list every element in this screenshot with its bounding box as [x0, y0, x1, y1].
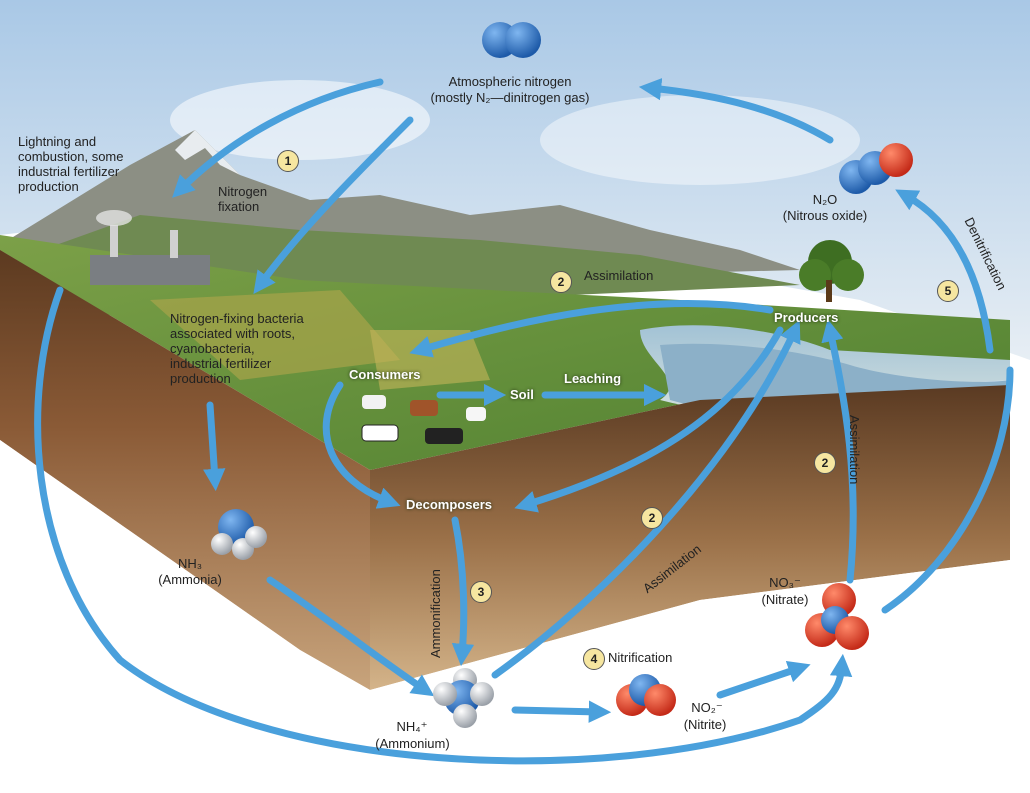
ammonia-molecule: [211, 509, 267, 560]
step-badge-2-right: 2: [814, 452, 836, 474]
nitrate-molecule: [805, 583, 869, 650]
soil-label: Soil: [510, 387, 534, 402]
dinitrogen-molecule: [482, 22, 541, 58]
nitrogen-fixing-bacteria-label: Nitrogen-fixing bacteria associated with…: [170, 311, 304, 386]
ammonification-label: Ammonification: [428, 569, 443, 658]
step-badge-3: 3: [470, 581, 492, 603]
step-badge-1: 1: [277, 150, 299, 172]
nitrite-formula: NO₂⁻: [691, 700, 723, 715]
nitrite-name: (Nitrite): [683, 717, 727, 732]
assimilation-top-label: Assimilation: [584, 268, 654, 283]
ammonium-name: (Ammonium): [375, 736, 450, 751]
nitrate-formula: NO₃⁻: [769, 575, 801, 590]
cycle-arrows: [34, 77, 1014, 765]
nitrification-label: Nitrification: [608, 650, 673, 665]
nitrite-molecule: [616, 674, 676, 716]
n2o-sublabel: (Nitrous oxide): [782, 208, 868, 223]
cow-icons: [361, 395, 486, 444]
n2o-label: N₂O: [812, 192, 838, 207]
lightning-label: Lightning and combustion, some industria…: [18, 134, 124, 194]
nitrate-name: (Nitrate): [761, 592, 809, 607]
atmospheric-nitrogen-label: Atmospheric nitrogen: [448, 74, 572, 89]
leaching-label: Leaching: [564, 371, 622, 386]
consumers-label: Consumers: [349, 367, 421, 382]
producers-label: Producers: [774, 310, 839, 325]
atmospheric-nitrogen-sublabel: (mostly N₂—dinitrogen gas): [430, 90, 590, 105]
nitrous-oxide-molecule: [839, 143, 913, 194]
step-badge-2-top: 2: [550, 271, 572, 293]
step-badge-5: 5: [937, 280, 959, 302]
decomposers-label: Decomposers: [406, 497, 492, 512]
ammonium-molecule: [433, 668, 494, 728]
step-badge-4: 4: [583, 648, 605, 670]
assimilation-right-label: Assimilation: [847, 415, 862, 485]
step-badge-2-mid: 2: [641, 507, 663, 529]
ammonia-name: (Ammonia): [158, 572, 222, 587]
ammonium-formula: NH₄⁺: [396, 719, 428, 734]
ammonia-formula: NH₃: [177, 556, 203, 571]
nitrogen-fixation-label: Nitrogen fixation: [218, 184, 268, 214]
